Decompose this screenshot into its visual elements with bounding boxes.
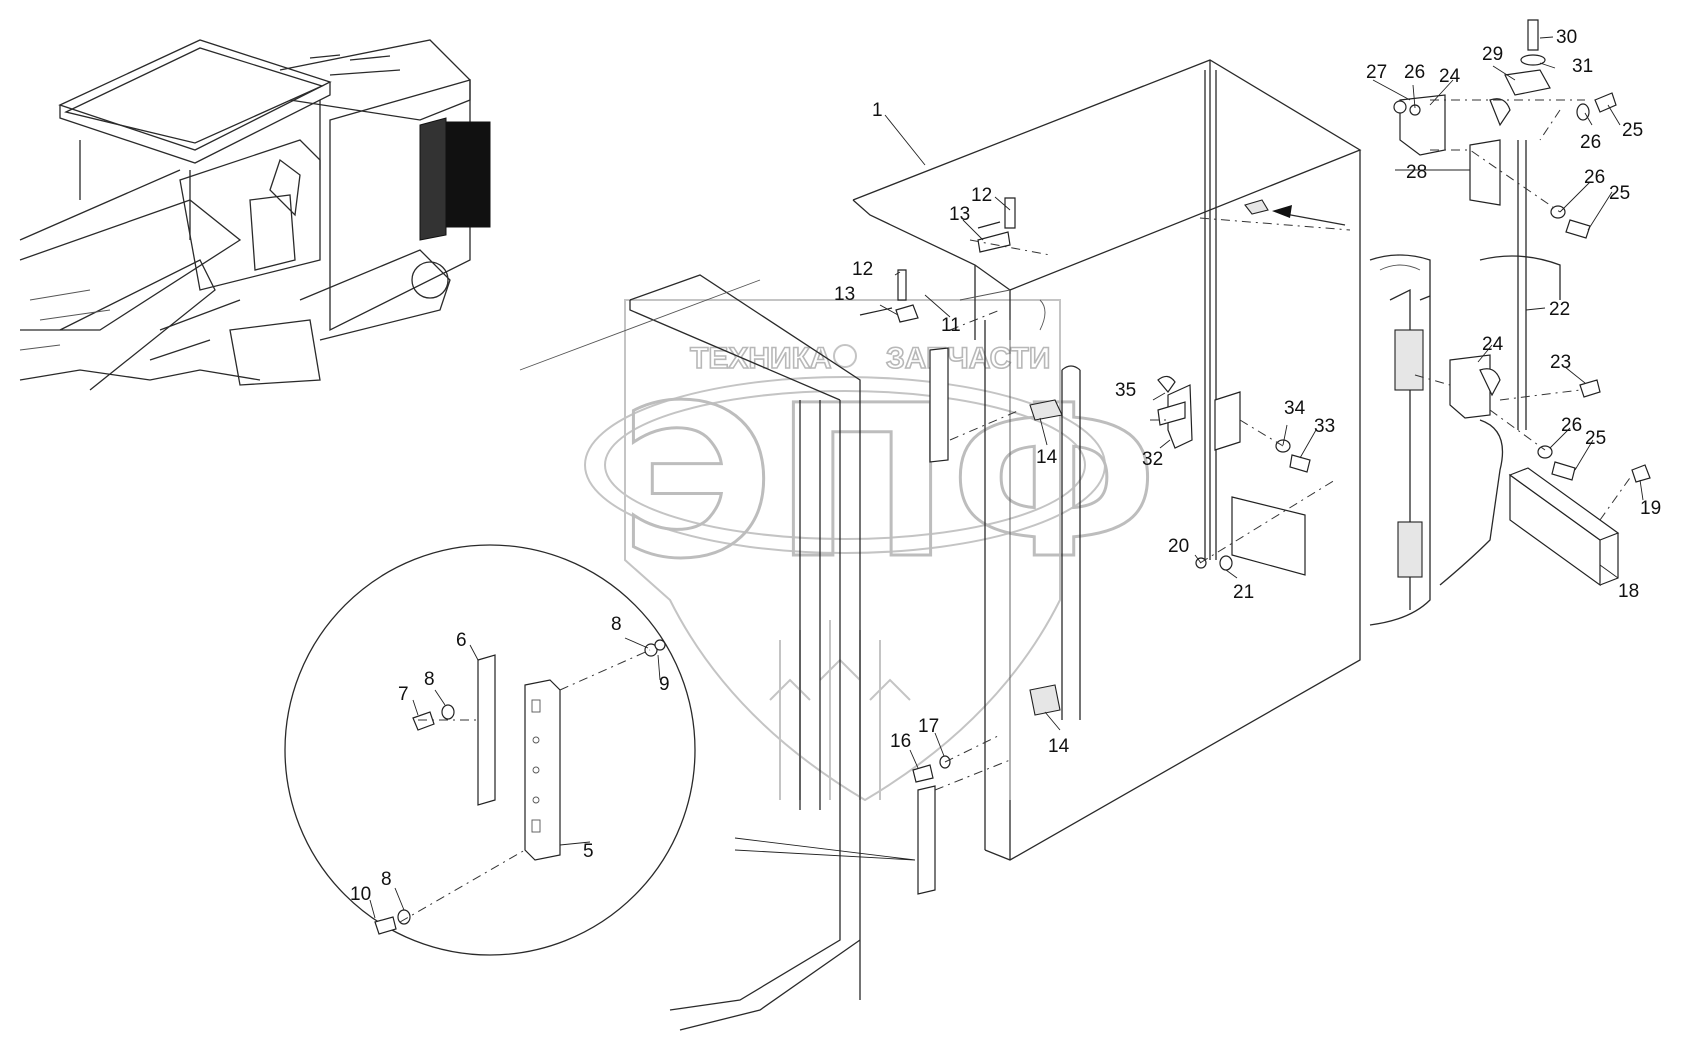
hinge-bracket	[1399, 94, 1446, 156]
detail-strip	[524, 679, 561, 861]
callout-24-a: 24	[1439, 66, 1461, 87]
callout-13-a: 13	[949, 204, 970, 225]
callout-14-a: 14	[1036, 447, 1058, 468]
detail-bracket	[477, 654, 496, 806]
callout-12-a: 12	[971, 185, 992, 206]
callout-18: 18	[1618, 581, 1639, 602]
watermark-logo: ТЕХНИКА ЗАПЧАСТИ ЭПФ	[584, 299, 1160, 802]
callout-25-a: 25	[1622, 120, 1643, 141]
callout-14-b: 14	[1048, 736, 1070, 757]
callout-7: 7	[398, 684, 409, 705]
callout-21: 21	[1233, 582, 1254, 603]
callout-30: 30	[1556, 27, 1577, 48]
mounting-strip	[929, 347, 949, 463]
lower-strip	[917, 785, 936, 895]
callout-23: 23	[1550, 352, 1571, 373]
callout-labels: 1 5 6 7 8 8 8 9 10 11 12 12 13 13 14 14 …	[350, 27, 1661, 905]
callout-32: 32	[1142, 449, 1163, 470]
callout-25-b: 25	[1609, 183, 1630, 204]
leader-lines	[369, 36, 1644, 919]
callout-29: 29	[1482, 44, 1503, 65]
hinge-plate	[1469, 139, 1501, 206]
callout-26-b: 26	[1580, 132, 1601, 153]
label-plate	[1231, 496, 1306, 576]
pointer-arrow	[1279, 212, 1346, 226]
watermark-letters: ЭПФ	[620, 360, 1158, 605]
callout-26-a: 26	[1404, 62, 1425, 83]
callout-27: 27	[1366, 62, 1387, 83]
callout-9: 9	[659, 674, 670, 695]
bolt	[1527, 19, 1539, 51]
gear-icon	[833, 344, 857, 368]
callout-24-b: 24	[1482, 334, 1504, 355]
callout-10: 10	[350, 884, 371, 905]
callout-11: 11	[941, 315, 961, 336]
callout-8-a: 8	[424, 669, 435, 690]
callout-8-b: 8	[611, 614, 622, 635]
callout-1: 1	[872, 100, 883, 121]
detail-view	[284, 544, 916, 956]
callout-35: 35	[1115, 380, 1136, 401]
watermark-company-right: ЗАПЧАСТИ	[886, 342, 1050, 375]
pipe	[1061, 365, 1081, 720]
callout-17: 17	[918, 716, 939, 737]
callout-12-b: 12	[852, 259, 873, 280]
hinge-leaf	[1504, 69, 1551, 96]
callout-31: 31	[1572, 56, 1593, 77]
latch-plate	[1214, 391, 1241, 451]
left-panel-outline	[519, 274, 1011, 1031]
callout-8-c: 8	[381, 869, 392, 890]
callout-26-d: 26	[1561, 415, 1582, 436]
callout-28: 28	[1406, 162, 1427, 183]
callout-16: 16	[890, 731, 911, 752]
callout-25-c: 25	[1585, 428, 1606, 449]
callout-19: 19	[1640, 498, 1661, 519]
callout-6: 6	[456, 630, 467, 651]
callout-34: 34	[1284, 398, 1306, 419]
washer	[1520, 54, 1546, 66]
nut	[1393, 100, 1407, 114]
callout-20: 20	[1168, 536, 1189, 557]
callout-26-c: 26	[1584, 167, 1605, 188]
arrow-head-icon	[1272, 205, 1292, 218]
callout-5: 5	[583, 841, 594, 862]
callout-13-b: 13	[834, 284, 855, 305]
callout-33: 33	[1314, 416, 1335, 437]
alignment-lines	[399, 99, 1633, 923]
callout-22: 22	[1549, 299, 1570, 320]
machine-overview-inset	[19, 39, 491, 391]
door-frame	[1369, 254, 1561, 626]
cabinet-housing	[852, 59, 1362, 861]
